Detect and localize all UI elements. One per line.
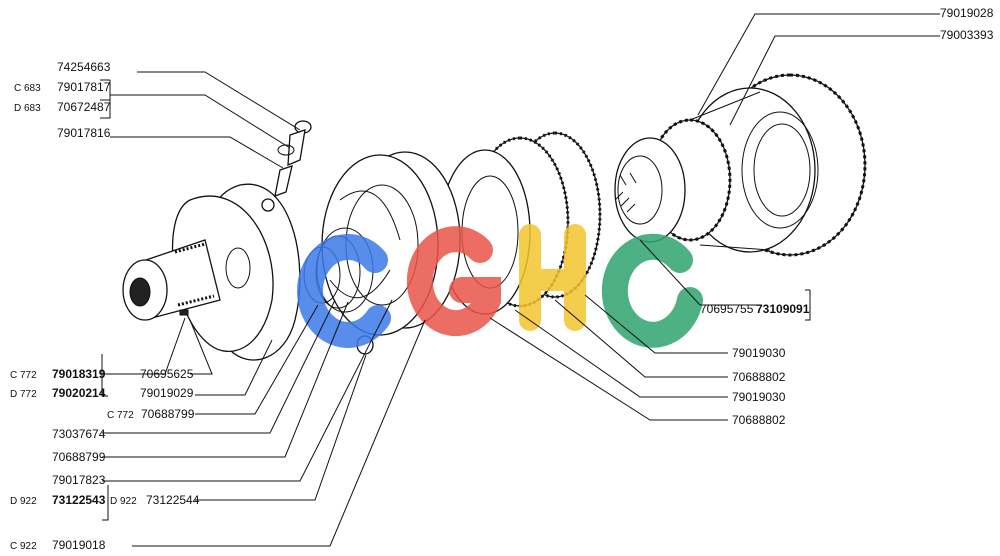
variant-d683: D 683 xyxy=(14,103,41,114)
label-74254663: 74254663 xyxy=(57,60,111,74)
label-79019030-b: 79019030 xyxy=(732,390,786,404)
label-70688802-b: 70688802 xyxy=(732,413,786,427)
label-79019030-a: 79019030 xyxy=(732,346,786,360)
label-79003393: 79003393 xyxy=(940,28,994,42)
variant-d922b: D 922 xyxy=(110,496,137,507)
label-70672487: 70672487 xyxy=(57,100,111,114)
output-shaft xyxy=(122,239,221,321)
label-73109091: 73109091 xyxy=(756,302,810,316)
variant-c772b: C 772 xyxy=(107,410,134,421)
watermark-letter-g xyxy=(406,226,501,337)
variant-d922: D 922 xyxy=(10,496,37,507)
watermark xyxy=(297,224,703,348)
valve-pins xyxy=(274,120,312,198)
label-79020214: 79020214 xyxy=(52,386,106,400)
leader-lines xyxy=(100,13,940,547)
variant-c772: C 772 xyxy=(10,370,37,381)
label-79017816: 79017816 xyxy=(57,126,111,140)
label-79017823: 79017823 xyxy=(52,473,106,487)
hub-gear xyxy=(614,118,732,243)
label-70695625: 70695625 xyxy=(140,367,194,381)
label-70688799-b: 70688799 xyxy=(52,450,106,464)
label-79019028: 79019028 xyxy=(940,6,994,20)
variant-c683: C 683 xyxy=(14,83,41,94)
label-79019018: 79019018 xyxy=(52,538,106,552)
label-73037674: 73037674 xyxy=(52,427,106,441)
label-79017817: 79017817 xyxy=(57,80,111,94)
label-73122543: 73122543 xyxy=(52,493,106,507)
label-70688802-a: 70688802 xyxy=(732,370,786,384)
watermark-letter-c2 xyxy=(601,233,703,348)
variant-d772: D 772 xyxy=(10,389,37,400)
watermark-letter-h xyxy=(519,224,586,331)
parts-drawing xyxy=(122,73,867,361)
label-70688799-a: 70688799 xyxy=(141,407,195,421)
label-70695755: 70695755 xyxy=(700,302,754,316)
variant-c922: C 922 xyxy=(10,541,37,552)
label-73122544: 73122544 xyxy=(146,493,200,507)
part-labels: 74254663 C 683 79017817 D 683 70672487 7… xyxy=(10,6,994,552)
label-79019029: 79019029 xyxy=(140,386,194,400)
watermark-letter-c1 xyxy=(297,234,391,348)
front-cover-plate xyxy=(172,183,301,361)
label-79018319: 79018319 xyxy=(52,367,106,381)
